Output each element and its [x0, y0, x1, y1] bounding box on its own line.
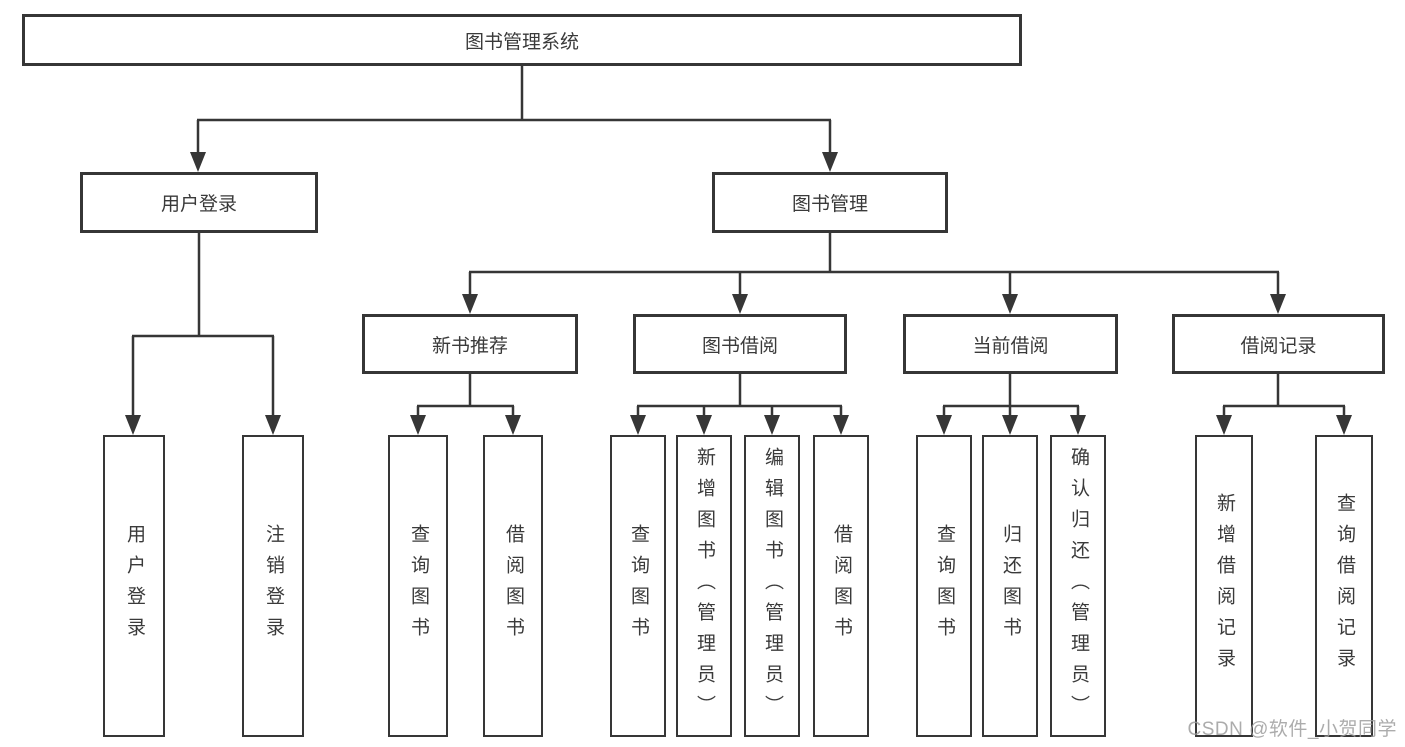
node-book-borrow: 图书借阅 — [633, 314, 847, 374]
csdn-watermark: CSDN @软件_小贺同学 — [1187, 719, 1397, 740]
node-label: 查询图书 — [627, 524, 649, 648]
node-label: 查询图书 — [933, 524, 955, 648]
node-new-book-recommend: 新书推荐 — [362, 314, 578, 374]
node-label: 图书管理 — [791, 194, 868, 215]
node-label: 当前借阅 — [972, 335, 1049, 357]
arrowheads — [125, 152, 1352, 435]
node-label: 借阅图书 — [830, 524, 852, 648]
node-book-management: 图书管理 — [712, 172, 948, 233]
leaf-records-query-record: 查询借阅记录 — [1315, 435, 1373, 737]
leaf-current-query-books: 查询图书 — [916, 435, 972, 737]
node-label: 查询借阅记录 — [1333, 493, 1355, 679]
leaf-borrow-add-books-admin: 新增图书（管理员） — [676, 435, 732, 737]
node-user-login: 用户登录 — [80, 172, 318, 233]
node-label: 新增图书（管理员） — [693, 446, 715, 726]
leaf-logout: 注销登录 — [242, 435, 304, 737]
leaf-current-confirm-return-admin: 确认归还（管理员） — [1050, 435, 1106, 737]
node-borrow-records: 借阅记录 — [1172, 314, 1385, 374]
node-label: 确认归还（管理员） — [1067, 446, 1089, 726]
leaf-records-add-record: 新增借阅记录 — [1195, 435, 1253, 737]
node-current-borrow: 当前借阅 — [903, 314, 1118, 374]
node-label: 图书借阅 — [701, 335, 778, 357]
node-label: 新增借阅记录 — [1213, 493, 1235, 679]
leaf-borrow-query-books: 查询图书 — [610, 435, 666, 737]
node-label: 归还图书 — [999, 524, 1021, 648]
leaf-borrow-edit-books-admin: 编辑图书（管理员） — [744, 435, 800, 737]
node-label: 编辑图书（管理员） — [761, 446, 783, 726]
leaf-borrow-borrow-books: 借阅图书 — [813, 435, 869, 737]
node-root-library-system: 图书管理系统 — [22, 14, 1022, 66]
node-label: 用户登录 — [123, 524, 145, 648]
node-label: 查询图书 — [407, 524, 429, 648]
node-label: 借阅记录 — [1240, 335, 1317, 357]
node-label: 用户登录 — [160, 194, 237, 215]
node-label: 图书管理系统 — [464, 31, 579, 53]
leaf-newbook-query-books: 查询图书 — [388, 435, 448, 737]
leaf-user-login: 用户登录 — [103, 435, 165, 737]
node-label: 新书推荐 — [431, 335, 508, 357]
leaf-newbook-borrow-books: 借阅图书 — [483, 435, 543, 737]
node-label: 注销登录 — [262, 524, 284, 648]
node-label: 借阅图书 — [502, 524, 524, 648]
leaf-current-return-books: 归还图书 — [982, 435, 1038, 737]
